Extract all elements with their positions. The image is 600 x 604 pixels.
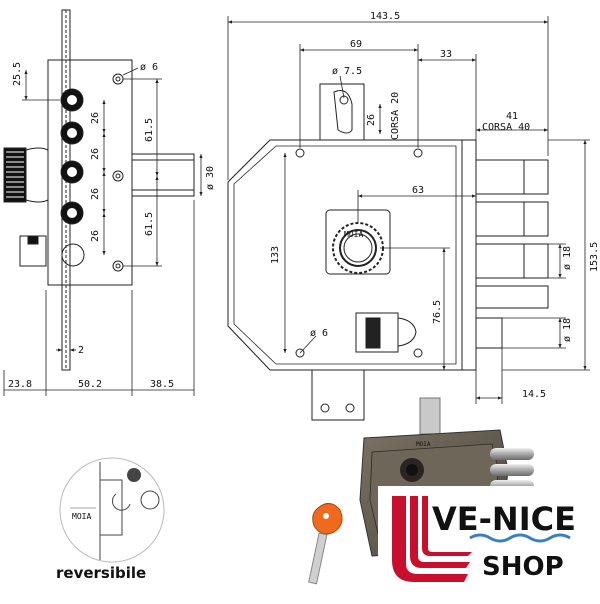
svg-text:MOIA: MOIA — [72, 512, 91, 521]
dim-hole-diameter-bottom: ø 6 — [310, 328, 328, 339]
dim-bottom-mid: 50.2 — [78, 379, 102, 390]
cylinder-knurl — [3, 147, 27, 203]
dim-bolt-bottom-offset: 14.5 — [522, 389, 546, 400]
dim-offset-right: 33 — [440, 49, 452, 60]
bolt-heads — [60, 88, 84, 225]
dim-bolt-reach: 41 — [506, 111, 518, 122]
bolt-housing — [461, 139, 477, 371]
top-slot-tab — [319, 83, 365, 141]
screw-hole — [413, 148, 423, 158]
dim-overall-width: 143.5 — [370, 11, 400, 22]
handle-insert — [355, 312, 399, 353]
dim-bolt-diameter-2: ø 18 — [562, 318, 573, 342]
key — [308, 503, 343, 585]
latch-bolt — [475, 317, 503, 349]
screw-hole — [112, 73, 124, 85]
dim-slot-hole: ø 7.5 — [332, 66, 362, 77]
dim-overall-height: 153.5 — [589, 242, 600, 272]
cylinder-brand-mark: MOIA — [344, 230, 363, 239]
bottom-slot-tab — [311, 369, 365, 421]
dim-hole-spacing: 69 — [350, 39, 362, 50]
dim-pitch-1: 26 — [90, 112, 101, 124]
dim-bottom-right: 38.5 — [150, 379, 174, 390]
dim-bolt-label: CORSA 40 — [482, 122, 530, 133]
screw-hole — [112, 260, 124, 272]
shop-logo-line1: VE-NICE — [432, 500, 576, 538]
reversible-caption: reversibile — [56, 564, 146, 582]
lock-case-side — [227, 139, 463, 371]
dim-pitch-3: 26 — [90, 188, 101, 200]
dim-bolt-diameter-1: ø 18 — [562, 246, 573, 270]
side-view — [227, 16, 590, 421]
dim-top-offset: 25.5 — [12, 62, 23, 86]
side-view-labels: 143.5 69 33 ø 7.5 26 CORSA 20 41 CORSA 4… — [270, 11, 600, 400]
dim-pitch-2: 26 — [90, 148, 101, 160]
front-view — [3, 9, 203, 396]
dim-hole-diameter-top: ø 6 — [140, 62, 158, 73]
dim-pitch-4: 26 — [90, 230, 101, 242]
dim-slot-travel: 26 — [366, 114, 377, 126]
photo-brand: MOIA — [416, 441, 431, 448]
dim-bottom-left: 23.8 — [8, 379, 32, 390]
cylinder-right — [131, 153, 195, 197]
dim-slot-label: CORSA 20 — [390, 92, 401, 140]
screw-hole — [295, 148, 305, 158]
latch-hole — [61, 243, 85, 267]
reversible-inset: MOIA — [59, 457, 165, 563]
shop-logo-line2: SHOP — [482, 552, 564, 582]
dim-half-height-top: 61.5 — [144, 118, 155, 142]
screw-hole — [295, 348, 305, 358]
dim-cylinder-diameter: ø 30 — [205, 166, 216, 190]
dim-faceplate-gap: 2 — [78, 345, 84, 356]
screw-hole — [112, 170, 124, 182]
dim-case-height: 133 — [270, 246, 281, 264]
front-view-labels: 25.5 ø 6 26 26 26 26 61.5 61.5 ø 30 2 23… — [8, 62, 216, 390]
screw-hole — [413, 348, 423, 358]
dim-half-height-bottom: 61.5 — [144, 212, 155, 236]
dim-handle-height: 76.5 — [432, 300, 443, 324]
bolts — [475, 159, 549, 309]
shop-logo: VE-NICE SHOP — [378, 486, 600, 600]
dim-cylinder-offset: 63 — [412, 185, 424, 196]
